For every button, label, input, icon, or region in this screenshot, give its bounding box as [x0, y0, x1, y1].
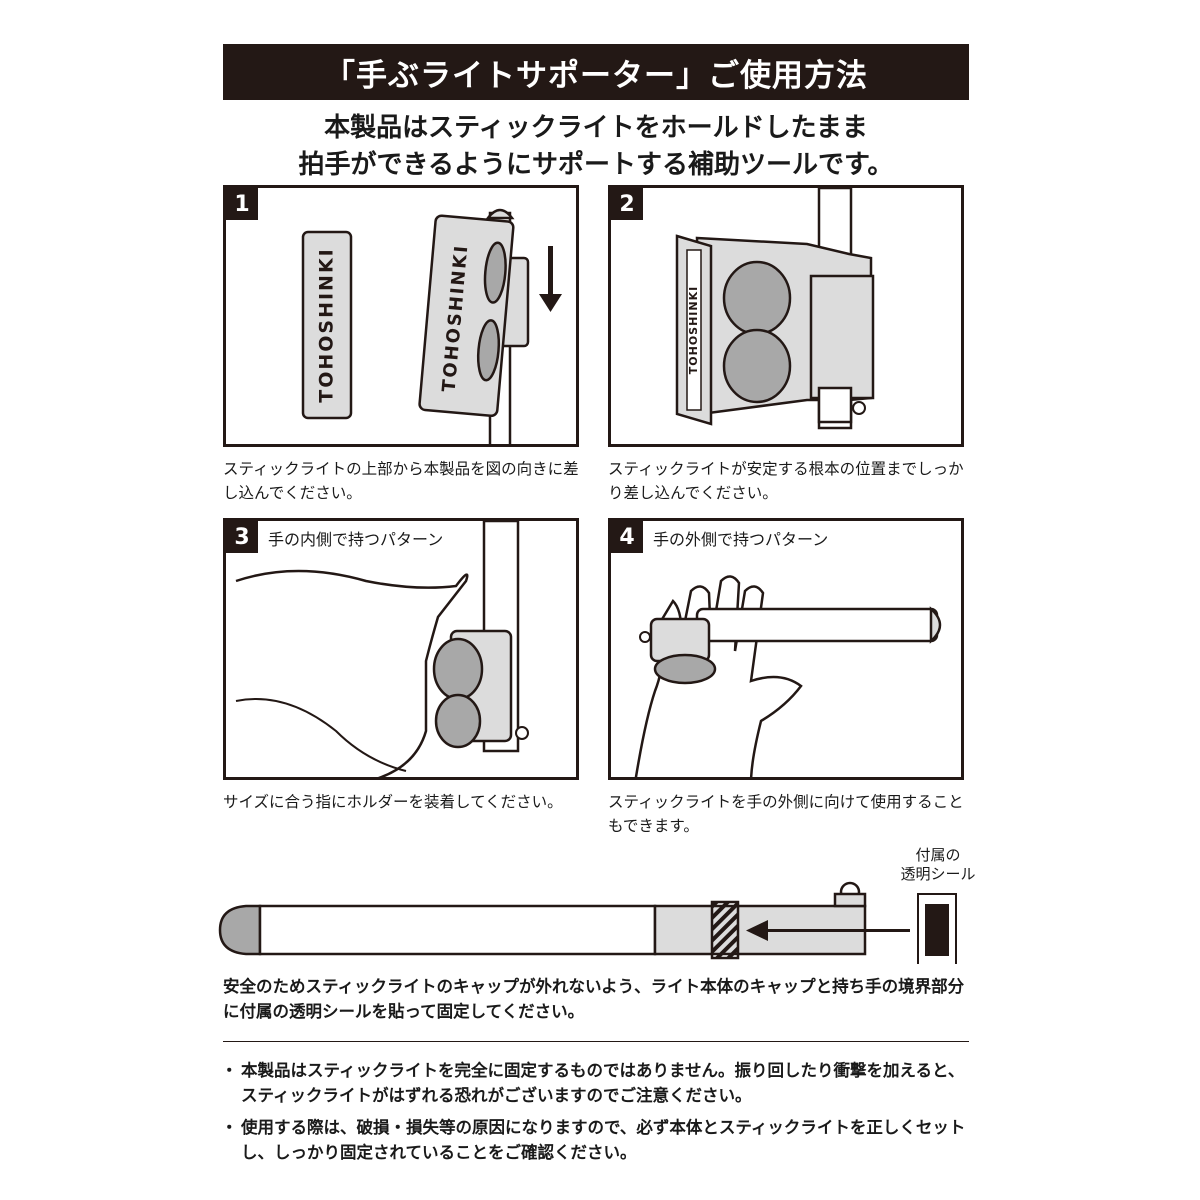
intro-line-2: 拍手ができるようにサポートする補助ツールです。: [298, 150, 894, 180]
step-1-number: 1: [226, 188, 258, 220]
step-4-illustration: [634, 575, 942, 777]
seal-label: 付属の 透明シール: [888, 846, 988, 884]
step-3-title: 手の内側で持つパターン: [266, 526, 446, 550]
stick-cap-icon: [218, 904, 262, 956]
step-4-caption: スティックライトを手の外側に向けて使用することもできます。: [608, 793, 964, 835]
plate-icon: [301, 230, 353, 420]
note-item: 使用する際は、破損・損失等の原因になりますので、必ず本体とスティックライトを正し…: [221, 1115, 973, 1165]
seal-instruction: 安全のためスティックライトのキャップが外れないよう、ライト本体のキャップと持ち手…: [223, 977, 965, 1021]
seal-position-icon: [710, 900, 740, 960]
intro-line-1: 本製品はスティックライトをホールドしたまま: [324, 113, 868, 143]
seal-label-line-2: 透明シール: [900, 865, 976, 883]
holder-plate-icon: [418, 214, 515, 418]
step-4-panel: 4 手の外側で持つパターン: [608, 518, 964, 780]
step-4-title: 手の外側で持つパターン: [651, 526, 831, 550]
finger-hole-icon: [722, 260, 792, 336]
seal-label-line-1: 付属の: [915, 846, 961, 864]
step-1-caption: スティックライトの上部から本製品を図の向きに差し込んでください。: [223, 460, 579, 502]
hand-icon: [634, 575, 803, 777]
note-item: 本製品はスティックライトを完全に固定するものではありません。振り回したり衝撃を加…: [221, 1058, 973, 1108]
step-4-number: 4: [611, 521, 643, 553]
step-2-panel: 2 TOHOSHINKI: [608, 185, 964, 447]
down-arrow-icon: [548, 246, 553, 296]
step-3-caption: サイズに合う指にホルダーを装着してください。: [223, 793, 563, 811]
brand-label: TOHOSHINKI: [687, 286, 700, 374]
divider: [223, 1041, 969, 1042]
step-2-caption: スティックライトが安定する根本の位置までしっかり差し込んでください。: [608, 460, 964, 502]
step-3-number: 3: [226, 521, 258, 553]
page-title: 「手ぶライトサポーター」ご使用方法: [223, 44, 969, 100]
left-arrow-icon: [760, 929, 910, 932]
brand-label: TOHOSHINKI: [316, 247, 338, 403]
stick-cap-icon: [485, 208, 515, 220]
intro-text: 本製品はスティックライトをホールドしたまま 拍手ができるようにサポートする補助ツ…: [223, 110, 969, 184]
step-2-illustration: TOHOSHINKI: [675, 188, 875, 430]
notes-list: 本製品はスティックライトを完全に固定するものではありません。振り回したり衝撃を加…: [221, 1058, 973, 1172]
hand-icon: [235, 569, 469, 777]
seal-diagram: [218, 881, 957, 964]
step-3-illustration: [235, 521, 529, 777]
step-1-illustration: TOHOSHINKI TOHOSHINKI: [301, 208, 562, 444]
step-1-panel: 1 TOHOSHINKI TOHOSHINKI: [223, 185, 579, 447]
step-3-panel: 3 手の内側で持つパターン: [223, 518, 579, 780]
step-2-number: 2: [611, 188, 643, 220]
stick-body-icon: [258, 904, 657, 956]
